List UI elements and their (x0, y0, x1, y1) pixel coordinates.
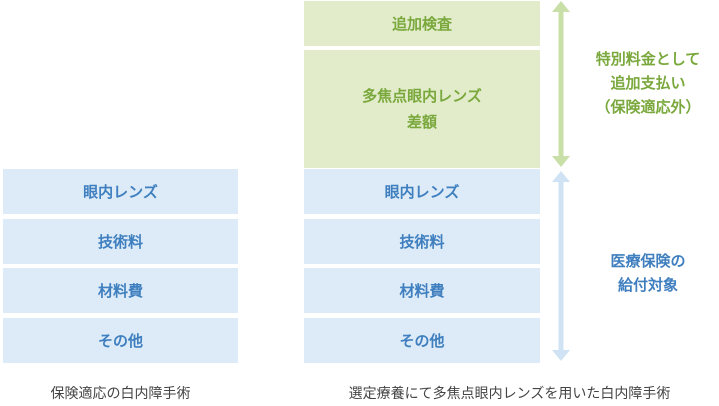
left-item-iol-label: 眼内レンズ (83, 182, 158, 201)
left-item-iol: 眼内レンズ (3, 169, 238, 214)
right-caption: 選定療養にて多焦点眼内レンズを用いた白内障手術 (348, 386, 671, 402)
right-item-other: その他 (304, 318, 540, 363)
right-item-material-cost-label: 材料費 (399, 281, 445, 300)
left-caption: 保険適応の白内障手術 (50, 386, 191, 402)
right-item-material-cost: 材料費 (304, 268, 540, 313)
right-item-additional-exam: 追加検査 (304, 1, 540, 46)
extra-payment-arrow (552, 1, 570, 167)
right-item-multifocal-difference: 多焦点眼内レンズ 差額 (304, 50, 540, 168)
insurance-covered-arrow (552, 171, 570, 361)
right-item-additional-exam-label: 追加検査 (391, 14, 452, 33)
right-item-technical-fee: 技術料 (304, 219, 540, 264)
left-item-technical-fee-label: 技術料 (97, 232, 143, 251)
left-item-material-cost: 材料費 (3, 268, 238, 313)
left-item-other-label: その他 (97, 331, 143, 350)
insurance-covered-label: 医療保険の 給付対象 (610, 252, 686, 294)
right-item-technical-fee-label: 技術料 (399, 232, 445, 251)
left-item-technical-fee: 技術料 (3, 219, 238, 264)
right-item-multifocal-difference-label: 多焦点眼内レンズ 差額 (362, 87, 482, 131)
right-item-iol: 眼内レンズ (304, 169, 540, 214)
left-item-other: その他 (3, 318, 238, 363)
left-item-material-cost-label: 材料費 (97, 281, 143, 300)
extra-payment-label: 特別料金として 追加支払い （保険適応外） (595, 50, 701, 116)
right-item-other-label: その他 (399, 331, 445, 350)
right-item-iol-label: 眼内レンズ (384, 182, 460, 201)
